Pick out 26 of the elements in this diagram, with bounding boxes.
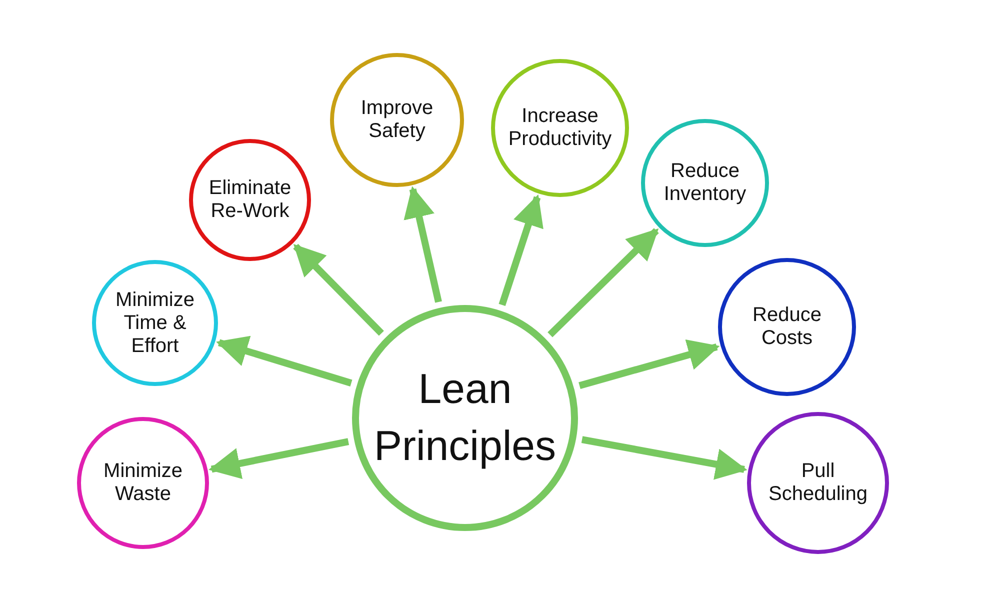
circle-node bbox=[641, 119, 769, 247]
circle-node bbox=[92, 260, 218, 386]
circle-node bbox=[718, 258, 856, 396]
arrow bbox=[548, 228, 659, 338]
arrow bbox=[578, 339, 720, 389]
circle-node bbox=[352, 305, 578, 531]
node-label: Minimize Waste bbox=[102, 460, 184, 506]
circle-node bbox=[747, 412, 889, 554]
circle-node bbox=[189, 139, 311, 261]
arrow bbox=[293, 244, 384, 336]
arrow bbox=[216, 336, 352, 386]
node-label: Reduce Inventory bbox=[662, 160, 748, 206]
arrow bbox=[404, 186, 442, 303]
node-label: Eliminate Re-Work bbox=[208, 177, 292, 223]
node-label: Pull Scheduling bbox=[768, 460, 868, 506]
title-text: Lean Principles bbox=[372, 364, 558, 471]
node-label: Increase Productivity bbox=[507, 105, 613, 151]
circle-node bbox=[491, 59, 629, 197]
circle-node bbox=[330, 53, 464, 187]
circle-node bbox=[77, 417, 209, 549]
arrow bbox=[581, 436, 748, 480]
arrow bbox=[208, 438, 350, 479]
arrow bbox=[498, 194, 544, 306]
node-label: Improve Safety bbox=[360, 97, 434, 143]
node-label: Reduce Costs bbox=[752, 304, 822, 350]
node-label: Minimize Time & Effort bbox=[114, 288, 196, 358]
